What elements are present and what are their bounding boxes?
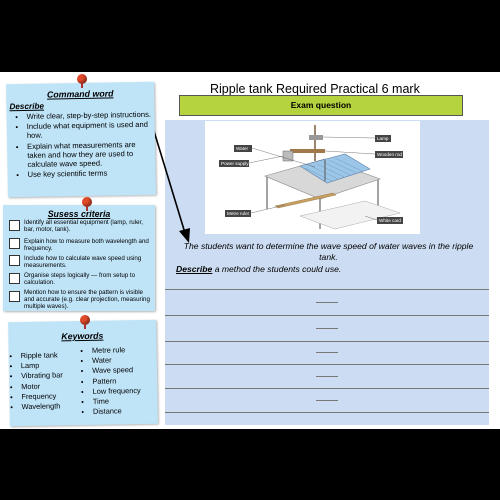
command-word-note: Command word Describe Write clear, step-… <box>6 81 156 198</box>
list-item: Explain what measurements are taken and … <box>27 139 155 169</box>
list-item: Include what equipment is used and how. <box>27 120 155 141</box>
pushpin-icon <box>80 315 90 329</box>
success-criteria-note: Susess criteria Identify all essential e… <box>3 205 155 311</box>
label-leaders <box>248 136 378 221</box>
label-metre-ruler: Metre ruler <box>227 211 250 216</box>
command-word-title: Command word <box>46 88 114 100</box>
pushpin-icon <box>82 197 92 211</box>
checkbox-icon <box>9 220 20 231</box>
checkbox-icon <box>9 238 20 249</box>
label-lamp: Lamp <box>377 136 389 141</box>
criteria-item: Identify all essential equipment (lamp, … <box>24 219 143 233</box>
criteria-item: Include how to calculate wave speed usin… <box>24 255 142 269</box>
ripple-tank-illustration: Lamp Wooden rod Water Power supply Metre… <box>219 125 403 230</box>
success-criteria-title: Susess criteria <box>47 209 111 219</box>
keyword-item: Wavelength <box>21 401 80 412</box>
keyword-item: Distance <box>93 406 158 417</box>
checkbox-icon <box>9 291 20 302</box>
answer-line <box>165 315 489 316</box>
lamp <box>309 135 323 140</box>
answer-line-mark <box>316 400 338 401</box>
criteria-item: Mention how to ensure the pattern is vis… <box>24 289 150 310</box>
answer-line <box>165 341 489 342</box>
answer-line <box>165 412 489 413</box>
keywords-title: Keywords <box>61 330 104 342</box>
question-command-word: Describe <box>176 264 213 274</box>
answer-line-mark <box>316 352 338 353</box>
keywords-note: Keywords Ripple tank Lamp Vibrating bar … <box>8 319 158 427</box>
keywords-columns: Ripple tank Lamp Vibrating bar Motor Fre… <box>9 345 158 419</box>
command-word-list: Write clear, step-by-step instructions. … <box>7 110 156 180</box>
checkbox-icon <box>9 273 20 284</box>
answer-line <box>165 289 489 290</box>
answer-line <box>165 388 489 389</box>
question-instruction: Describe a method the students could use… <box>176 264 341 274</box>
power-supply <box>282 150 294 162</box>
metre-ruler <box>274 192 337 209</box>
page-title: Ripple tank Required Practical 6 mark <box>210 82 420 96</box>
pushpin-icon <box>77 74 87 88</box>
answer-line-mark <box>316 376 338 377</box>
question-instruction-rest: a method the students could use. <box>212 264 342 274</box>
label-water: Water <box>236 146 249 151</box>
label-wooden-rod: Wooden rod <box>377 152 402 157</box>
wave-lines <box>304 157 363 182</box>
answer-line <box>165 364 489 365</box>
label-white-card: White card <box>379 218 401 223</box>
white-card <box>299 200 401 230</box>
wooden-rod <box>290 149 325 153</box>
keywords-left-list: Ripple tank Lamp Vibrating bar Motor Fre… <box>9 350 81 419</box>
criteria-item: Organise steps logically — from setup to… <box>24 272 136 286</box>
answer-line-mark <box>316 302 338 303</box>
tank-water <box>299 153 371 184</box>
checkbox-icon <box>9 255 20 266</box>
label-power-supply: Power supply <box>221 161 249 166</box>
pointer-arrow <box>149 117 190 243</box>
keywords-right-list: Metre rule Water Wave speed Pattern Low … <box>80 345 158 418</box>
exam-question-banner: Exam question <box>179 95 463 116</box>
question-text: The students want to determine the wave … <box>183 241 474 262</box>
criteria-item: Explain how to measure both wavelength a… <box>24 238 149 252</box>
answer-line-mark <box>316 328 338 329</box>
ripple-tank-diagram: Lamp Wooden rod Water Power supply Metre… <box>205 121 420 234</box>
list-item: Use key scientific terms <box>28 168 156 179</box>
